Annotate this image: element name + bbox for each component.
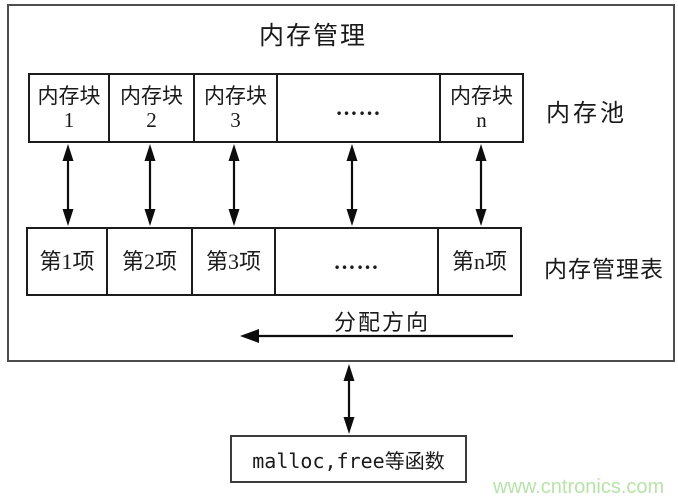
memory-block-name: 内存块: [37, 84, 101, 108]
memory-pool-row: 内存块 1 内存块 2 内存块 3 …… 内存块 n: [28, 73, 524, 143]
table-item-cell-n: 第n项: [437, 227, 522, 296]
ellipsis-text: ……: [333, 248, 380, 274]
allocation-direction-label: 分配方向: [333, 310, 430, 335]
table-item-text: 第3项: [205, 248, 261, 274]
table-item-text: 第n项: [451, 248, 507, 274]
memory-block-index: n: [476, 108, 487, 132]
management-table-row: 第1项 第2项 第3项 …… 第n项: [26, 227, 522, 296]
table-item-ellipsis-cell: ……: [274, 227, 439, 296]
table-item-cell-2: 第2项: [106, 227, 193, 296]
memory-block-cell-2: 内存块 2: [108, 73, 195, 143]
malloc-free-label: malloc,free等函数: [252, 448, 445, 473]
table-item-text: 第2项: [121, 248, 177, 274]
memory-block-name: 内存块: [204, 84, 267, 108]
memory-block-ellipsis-cell: ……: [276, 73, 441, 143]
watermark-text: www.cntronics.com: [493, 476, 665, 498]
diagram-title: 内存管理: [258, 23, 367, 50]
table-item-cell-1: 第1项: [26, 227, 108, 296]
memory-block-index: 1: [63, 108, 75, 132]
external-double-arrow: [343, 364, 355, 434]
memory-block-cell-3: 内存块 3: [193, 73, 278, 143]
memory-block-name: 内存块: [120, 84, 183, 108]
memory-block-name: 内存块: [450, 84, 513, 108]
malloc-free-box: malloc,free等函数: [230, 435, 467, 483]
management-table-label: 内存管理表: [544, 257, 664, 282]
memory-block-cell-1: 内存块 1: [28, 73, 110, 143]
table-item-cell-3: 第3项: [191, 227, 276, 296]
table-item-text: 第1项: [39, 248, 95, 274]
memory-block-index: 2: [146, 108, 157, 132]
ellipsis-text: ……: [335, 95, 382, 120]
memory-block-index: 3: [230, 108, 241, 132]
memory-pool-label: 内存池: [546, 101, 627, 127]
memory-block-cell-n: 内存块 n: [439, 73, 524, 143]
memory-management-outer-box: [7, 4, 675, 362]
